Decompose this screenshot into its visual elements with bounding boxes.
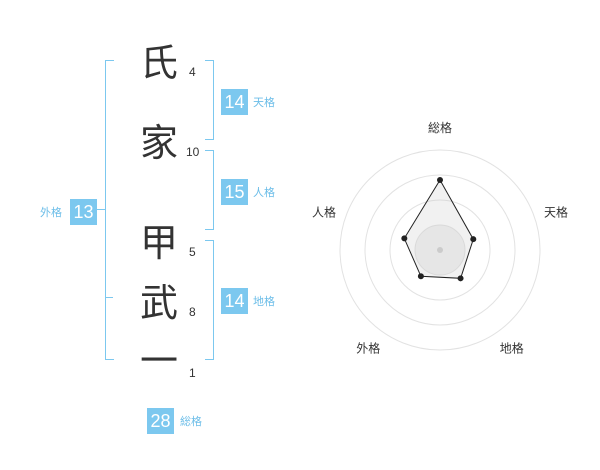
chikaku-label: 地格 <box>253 295 275 308</box>
radar-axis-label: 天格 <box>544 204 568 219</box>
jinkaku-bracket <box>205 150 214 230</box>
jinkaku-value: 15 <box>221 179 248 205</box>
name-char-2: 家 <box>139 121 178 165</box>
radar-series-area <box>403 179 474 279</box>
radar-point <box>437 177 443 183</box>
radar-point <box>401 235 408 242</box>
gaikaku-bracket <box>105 60 114 360</box>
gaikaku-bracket-tick <box>97 209 105 210</box>
radar-grid-ring <box>339 149 541 351</box>
radar-center-dot <box>437 247 443 253</box>
tenkaku-bracket <box>205 60 214 140</box>
chikaku-bracket <box>205 240 214 360</box>
soukaku-value: 28 <box>147 408 174 434</box>
stroke-count-1: 4 <box>189 65 196 79</box>
stroke-count-3: 5 <box>189 245 196 259</box>
stroke-count-5: 1 <box>189 366 196 380</box>
jinkaku-label: 人格 <box>253 186 275 199</box>
stroke-count-4: 8 <box>189 305 196 319</box>
radar-point <box>470 236 477 243</box>
radar-point <box>417 273 424 280</box>
name-char-4: 武 <box>139 281 178 325</box>
divider-tick <box>105 297 113 298</box>
tenkaku-value: 14 <box>221 89 248 115</box>
soukaku-label: 総格 <box>180 415 202 428</box>
radar-grid-ring <box>389 199 491 301</box>
tenkaku-label: 天格 <box>253 96 275 109</box>
gaikaku-value: 13 <box>70 199 97 225</box>
radar-axis-label: 総格 <box>428 120 452 135</box>
radar-grid-ring <box>414 224 466 276</box>
radar-axis-label: 外格 <box>356 341 380 356</box>
name-char-5: 一 <box>139 339 178 383</box>
name-char-3: 甲 <box>139 221 178 265</box>
radar-point <box>457 275 464 282</box>
chikaku-value: 14 <box>221 288 248 314</box>
gaikaku-label: 外格 <box>40 206 62 219</box>
radar-axis-label: 人格 <box>312 204 336 219</box>
stroke-count-2: 10 <box>186 145 200 159</box>
name-char-1: 氏 <box>139 41 178 85</box>
radar-axis-label: 地格 <box>500 341 524 356</box>
radar-grid-ring <box>364 174 516 326</box>
